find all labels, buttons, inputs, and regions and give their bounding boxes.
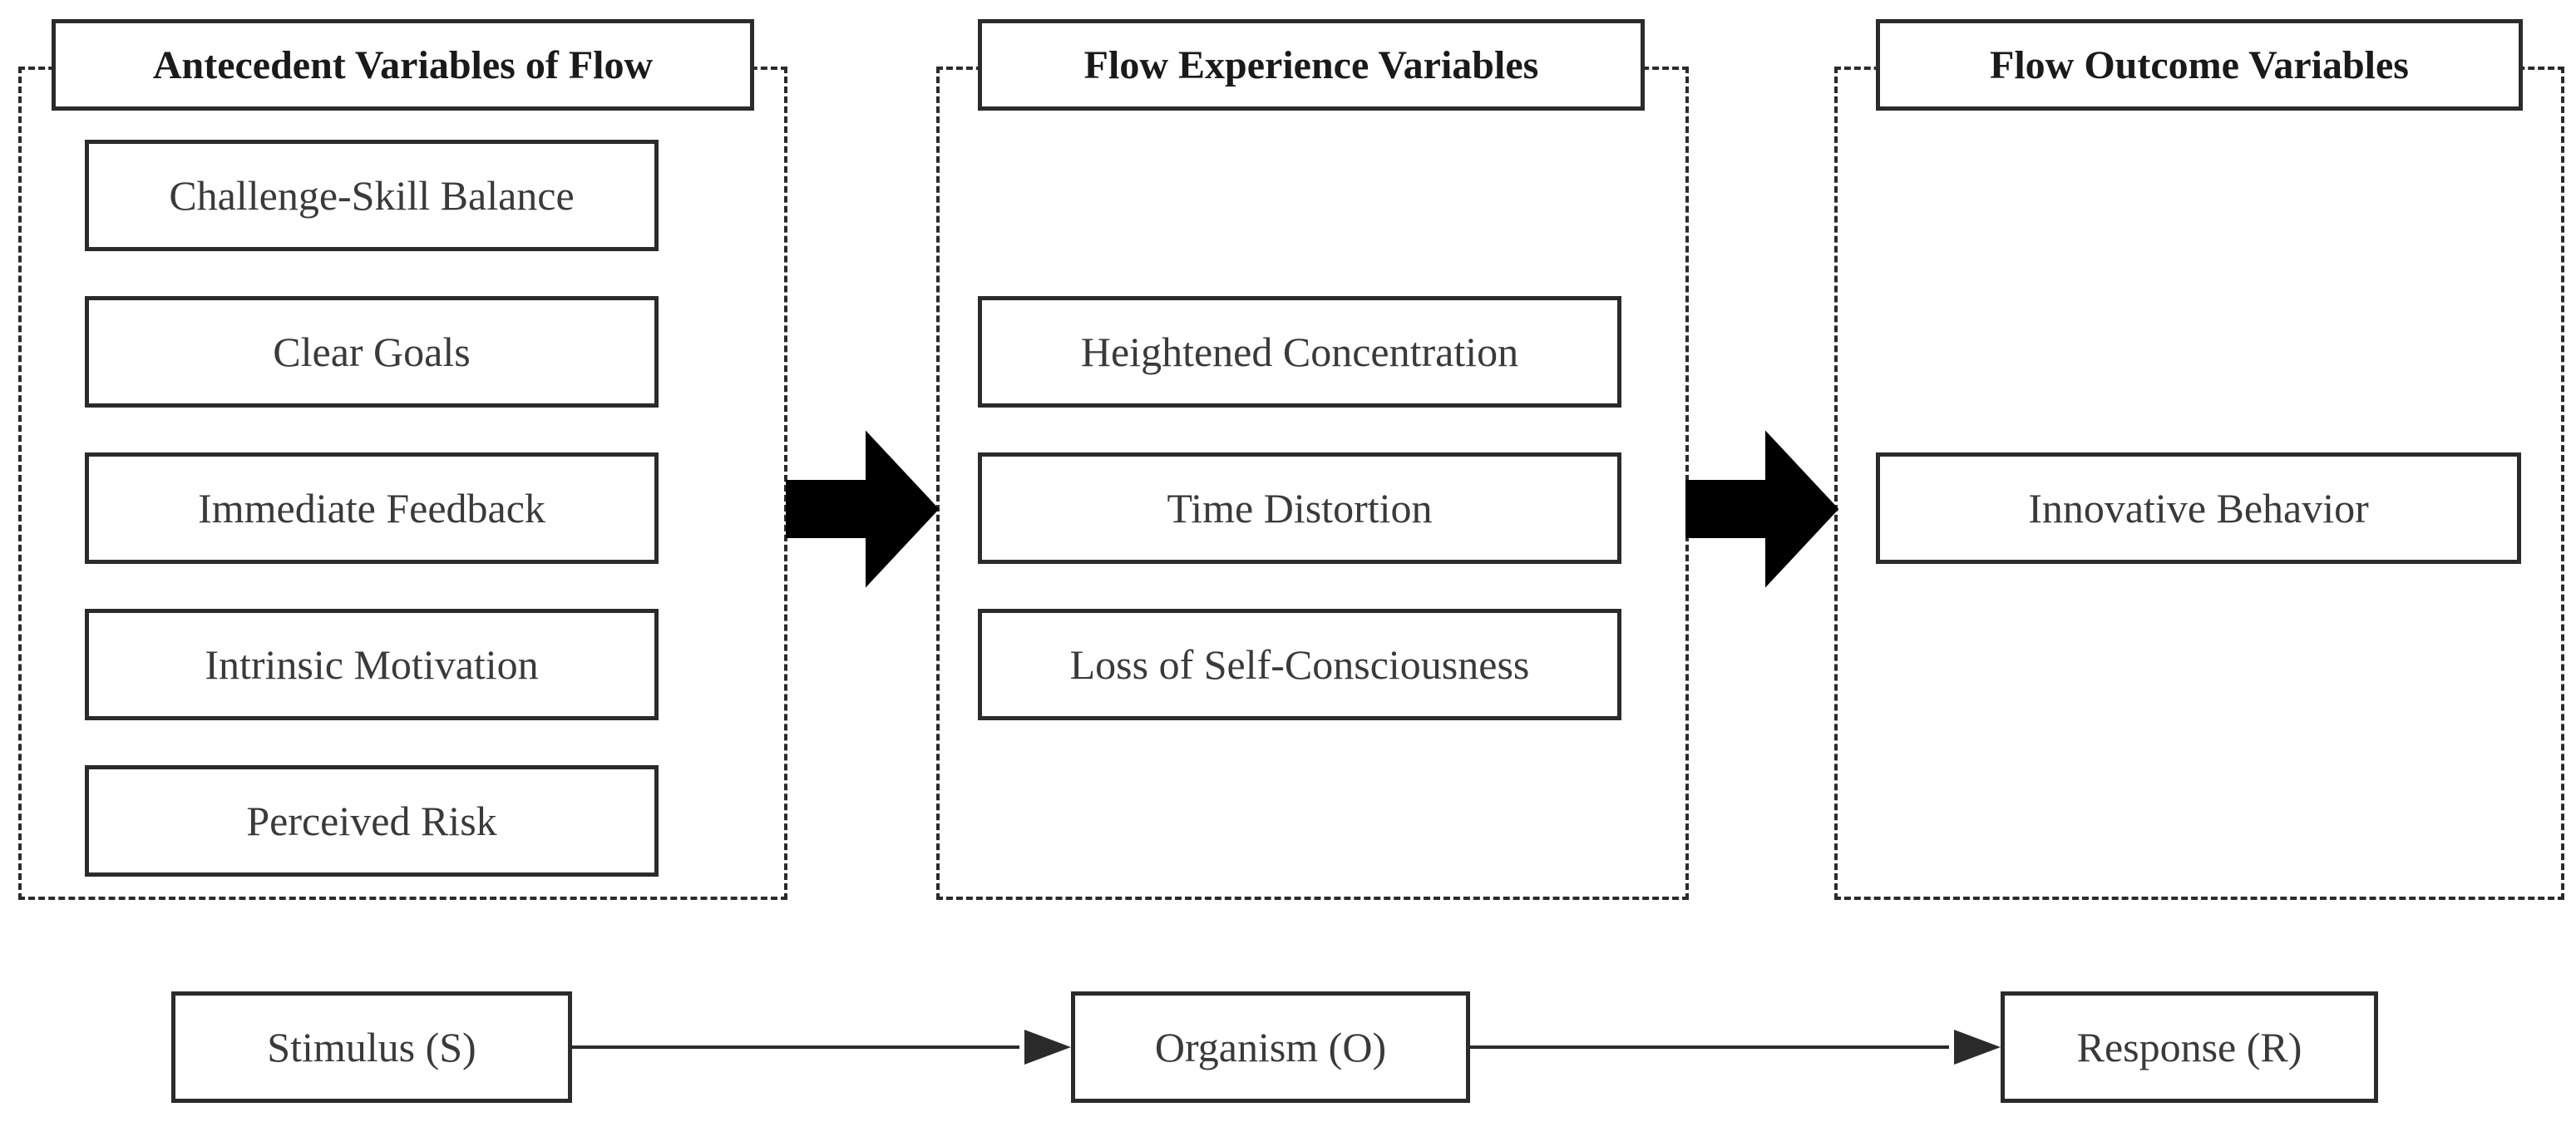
flow-experience-group-title: Flow Experience Variables [978,19,1645,111]
organism-box: Organism (O) [1071,991,1470,1103]
block-arrow-1 [786,430,940,588]
heightened-concentration-box: Heightened Concentration [978,296,1621,408]
perceived-risk-box: Perceived Risk [85,765,659,877]
intrinsic-motivation-box: Intrinsic Motivation [85,609,659,720]
flow-outcome-group-title: Flow Outcome Variables [1876,19,2523,111]
innovative-behavior-box: Innovative Behavior [1876,452,2521,564]
block-arrow-2 [1685,430,1839,588]
clear-goals-box: Clear Goals [85,296,659,408]
challenge-skill-balance-box: Challenge-Skill Balance [85,140,659,251]
time-distortion-box: Time Distortion [978,452,1621,564]
stimulus-to-organism-arrowhead [1024,1030,1071,1065]
response-box: Response (R) [2001,991,2378,1103]
antecedent-group-title: Antecedent Variables of Flow [52,19,754,111]
loss-of-self-consciousness-box: Loss of Self-Consciousness [978,609,1621,720]
organism-to-response-arrowhead [1954,1030,2001,1065]
stimulus-box: Stimulus (S) [171,991,572,1103]
immediate-feedback-box: Immediate Feedback [85,452,659,564]
